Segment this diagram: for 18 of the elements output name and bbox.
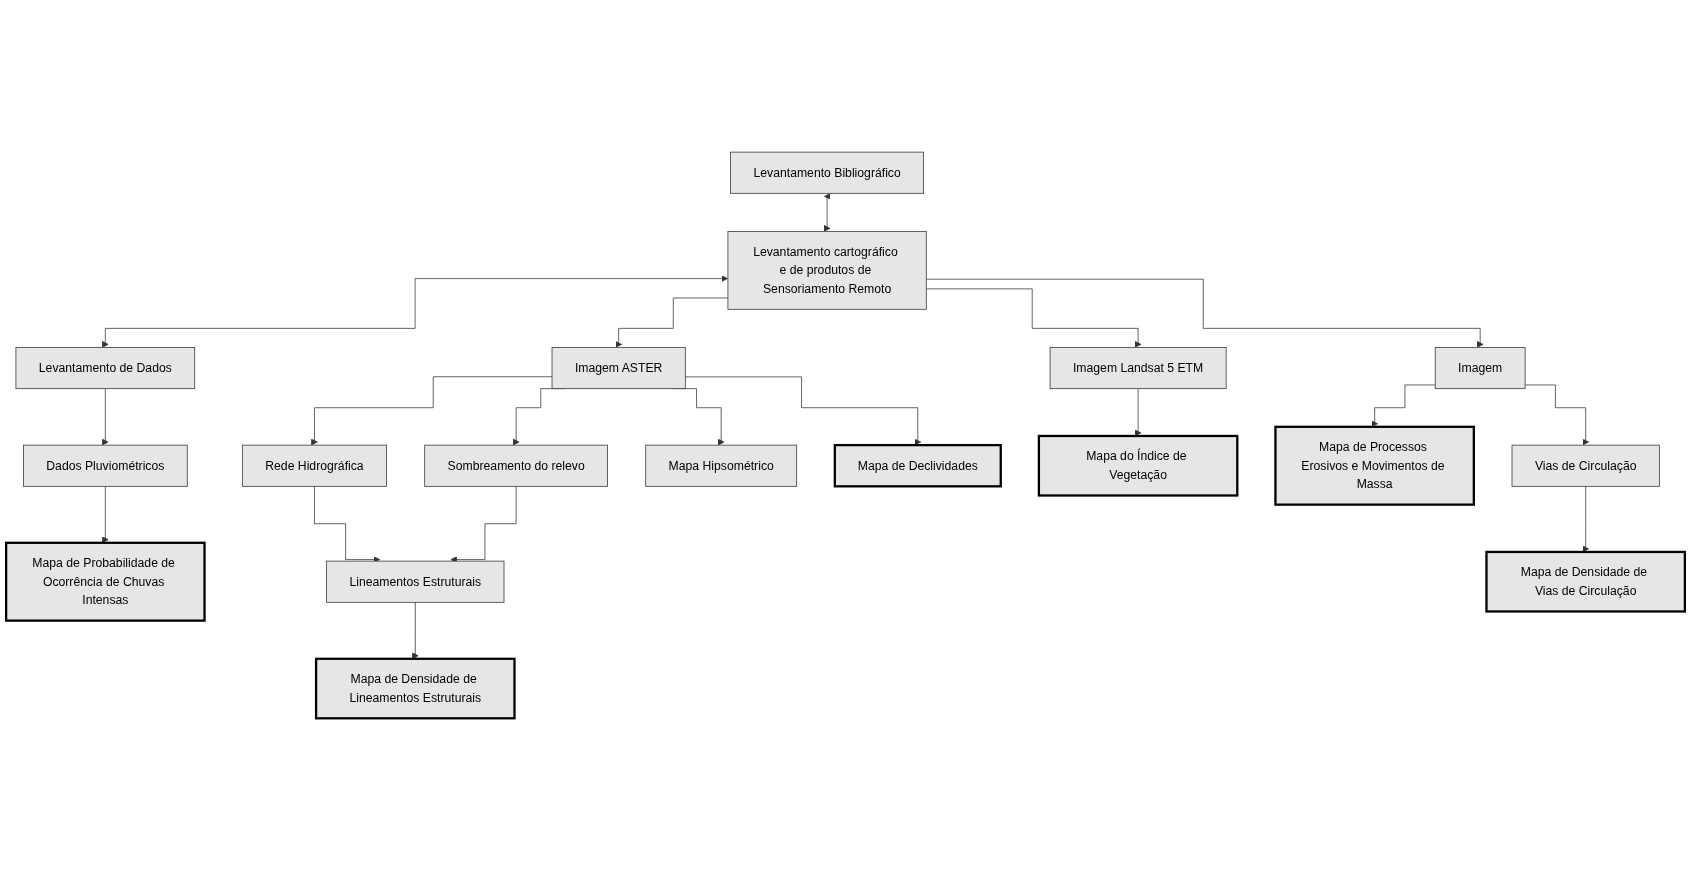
node-box: Dados Pluviométricos: [23, 444, 188, 487]
node-box: Mapa de Densidade de Lineamentos Estruturais: [314, 657, 516, 720]
node-box: Vias de Circulação: [1511, 444, 1660, 487]
node-box: Mapa de Probabilidade de Ocorrência de Chuvas Intensas: [5, 541, 206, 622]
node-box: Levantamento Bibliográfico: [730, 151, 925, 194]
node-box: Levantamento de Dados: [15, 346, 196, 389]
node-box: Mapa de Densidade de Vias de Circulação: [1485, 550, 1686, 613]
node-box: Mapa Hipsométrico: [645, 444, 798, 487]
node-box: Mapa de Declividades: [833, 443, 1002, 488]
node-box: Mapa de Processos Erosivos e Movimentos de Massa: [1274, 425, 1475, 506]
node-box: Rede Hidrográfica: [242, 444, 387, 487]
node-box: Imagem: [1434, 346, 1526, 389]
node-box: Imagem Landsat 5 ETM: [1049, 346, 1227, 389]
node-box: Imagem ASTER: [551, 346, 686, 389]
node-box: Sombreamento do relevo: [424, 444, 608, 487]
node-box: Levantamento cartográfico e de produtos de Sensoriamento Remoto: [727, 230, 927, 310]
node-box: Mapa do Índice de Vegetação: [1037, 434, 1239, 497]
node-box: Lineamentos Estruturais: [326, 560, 505, 603]
